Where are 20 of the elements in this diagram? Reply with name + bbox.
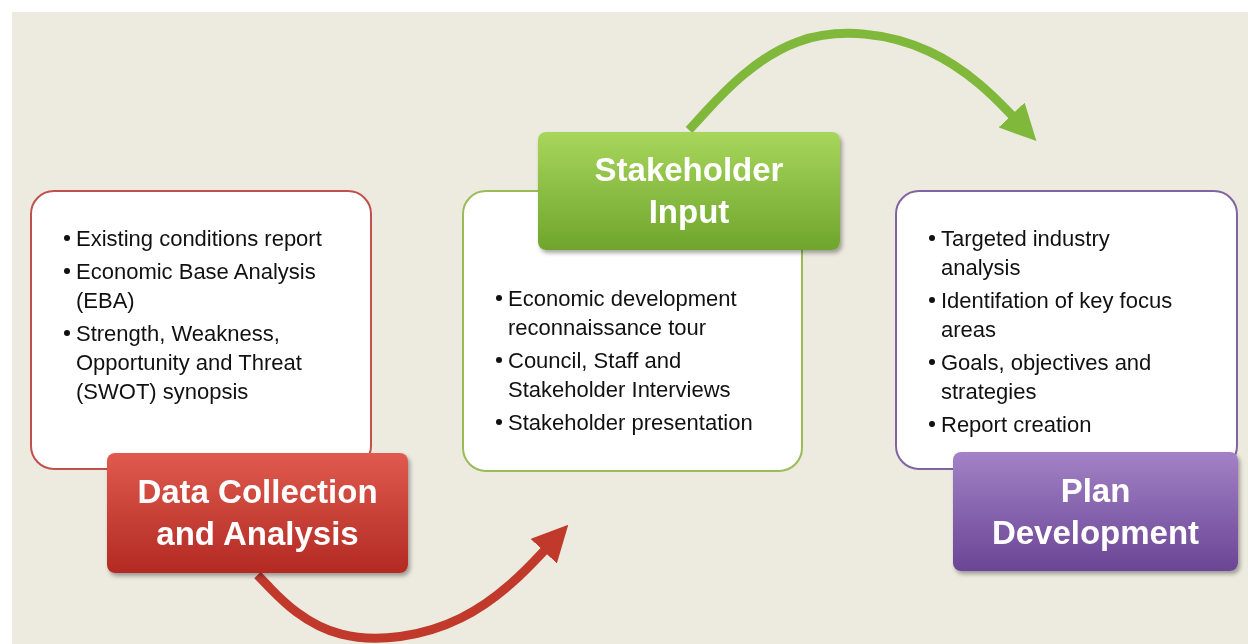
title-box — [107, 453, 408, 573]
title-text: Plan Development — [990, 470, 1201, 553]
bullet-text: Report creation — [941, 412, 1092, 437]
bullet-text: Identifation of key focus areas — [941, 288, 1173, 342]
curved-arrow — [254, 524, 569, 643]
title-box — [953, 452, 1238, 571]
bullet-text: Economic Base Analysis (EBA) — [76, 259, 316, 313]
bullet-text: Economic development reconnaissance tour — [508, 286, 737, 340]
title-box — [538, 132, 840, 250]
curved-arrow — [685, 28, 1037, 141]
bullet-text: Council, Staff and Stakeholder Interviews — [508, 348, 731, 402]
bullet-text: Goals, objectives and strategies — [941, 350, 1152, 404]
bullet-text: Targeted industry analysis — [941, 226, 1110, 280]
title-text: Stakeholder Input — [593, 150, 785, 232]
title-text: Data Collection and Analysis — [136, 472, 379, 554]
bullet-text: Existing conditions report — [76, 226, 322, 251]
bullet-text: Strength, Weakness, Opportunity and Threat (SWOT) synopsis — [76, 321, 302, 404]
text-card — [30, 190, 372, 470]
bullet-text: Stakeholder presentation — [508, 410, 753, 435]
text-card — [895, 190, 1238, 470]
